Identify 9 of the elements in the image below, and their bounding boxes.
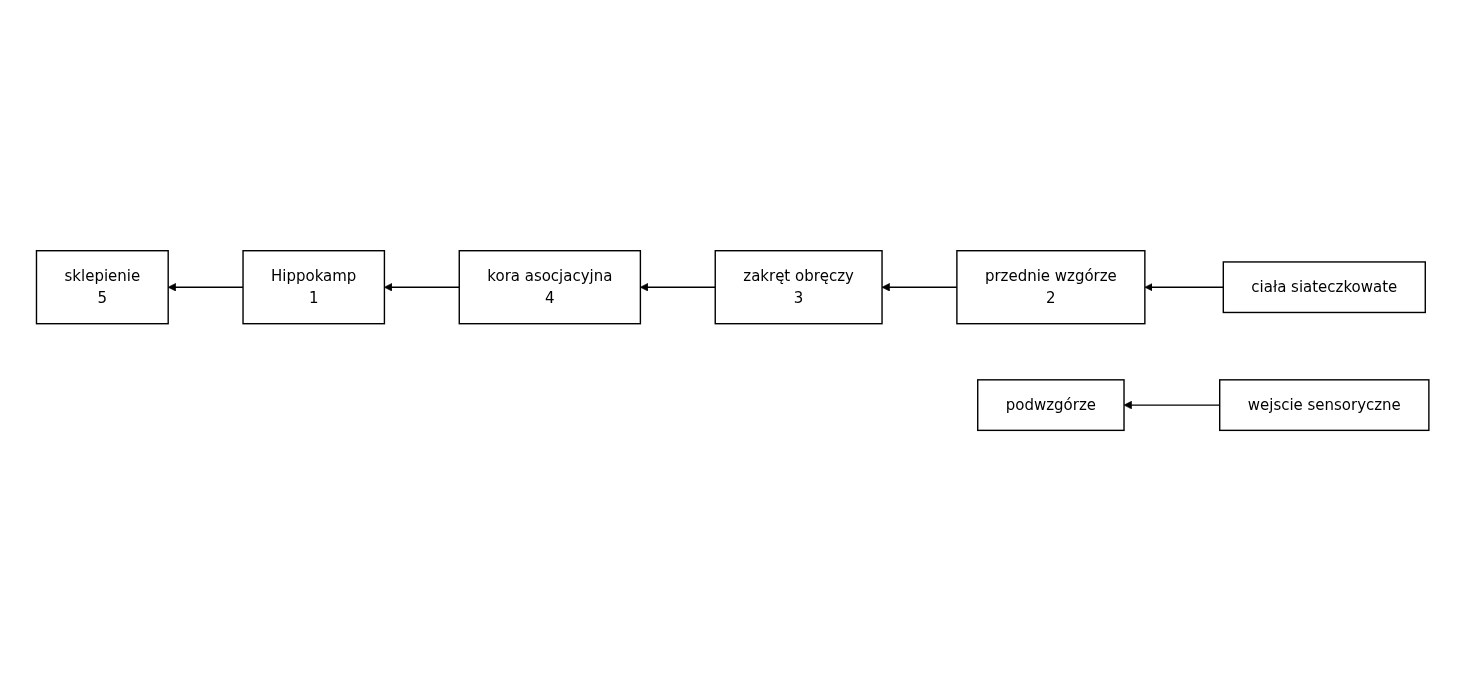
node-box: sklepienie 5 bbox=[36, 250, 170, 325]
node-box: kora asocjacyjna 4 bbox=[458, 250, 642, 325]
node-box: podwzgórze bbox=[977, 379, 1126, 432]
arrow bbox=[882, 283, 958, 292]
node-box: zakręt obręczy 3 bbox=[714, 250, 884, 325]
node-box: Hippokamp 1 bbox=[242, 250, 386, 325]
node-box: wejscie sensoryczne bbox=[1219, 379, 1430, 432]
node-box: przednie wzgórze 2 bbox=[956, 250, 1146, 325]
node-box: ciała siateczkowate bbox=[1222, 261, 1427, 314]
